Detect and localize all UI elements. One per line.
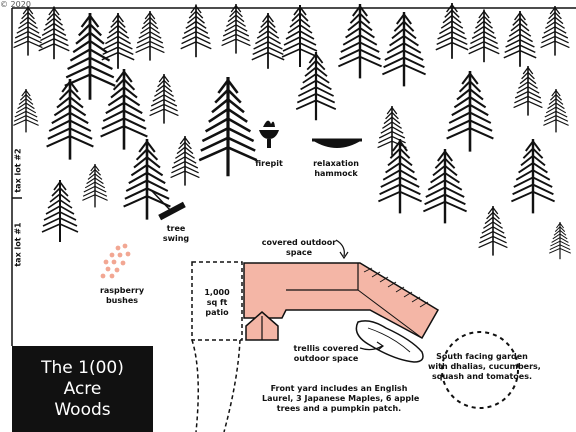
title-line-3: Woods xyxy=(54,399,111,420)
covered-space-label-line-1: covered outdoor xyxy=(261,238,337,247)
pine-tree-icon xyxy=(169,135,201,187)
patio-label: 1,000 sq ft patio xyxy=(194,288,240,318)
raspberry-label-line-1: raspberry xyxy=(99,286,145,295)
patio-label-line-3: patio xyxy=(205,308,229,317)
trellis-label-line-2: outdoor space xyxy=(293,354,359,363)
trellis-label-line-1: trellis covered xyxy=(293,344,359,353)
patio-label-line-2: sq ft xyxy=(206,298,228,307)
pine-tree-icon xyxy=(337,2,383,80)
raspberry-dots-icon xyxy=(100,243,131,279)
pine-tree-icon xyxy=(477,205,509,257)
patio-outline xyxy=(191,261,243,341)
hammock-icon xyxy=(312,138,362,148)
pine-tree-icon xyxy=(45,77,95,161)
pine-tree-icon xyxy=(122,137,172,221)
pine-tree-icon xyxy=(99,67,149,151)
front-yard-label-line-3: trees and a pumpkin patch. xyxy=(276,404,402,413)
lot-label-upper: tax lot #2 xyxy=(13,148,23,193)
property-boundary xyxy=(11,7,576,346)
raspberry-label-line-2: bushes xyxy=(105,296,139,305)
pine-tree-icon xyxy=(539,5,571,57)
hammock-label-line-1: relaxation xyxy=(313,159,359,168)
pine-tree-icon xyxy=(12,5,44,57)
garden-label-line-2: with dhalias, cucumbers, xyxy=(428,362,541,371)
pine-tree-icon xyxy=(376,105,408,157)
tree-swing-label-line-2: swing xyxy=(162,234,190,243)
pine-tree-icon xyxy=(434,2,470,60)
title-line-1: The 1(00) xyxy=(41,357,124,378)
house xyxy=(243,262,440,341)
pine-tree-icon xyxy=(510,137,556,215)
tree-swing-label: tree swing xyxy=(158,224,194,244)
pine-tree-icon xyxy=(377,137,423,215)
hammock-label: relaxation hammock xyxy=(308,159,364,179)
garden-outline xyxy=(441,331,519,409)
pine-tree-icon xyxy=(100,12,136,70)
pine-tree-icon xyxy=(542,88,570,134)
pine-tree-icon xyxy=(295,50,337,122)
raspberry-label: raspberry bushes xyxy=(94,286,150,306)
trellis-outline xyxy=(355,320,424,363)
lot-label-lower: tax lot #1 xyxy=(13,222,23,267)
title-line-2: Acre xyxy=(63,378,102,399)
pine-tree-icon xyxy=(179,3,213,59)
garden-label: South facing garden with dhalias, cucumb… xyxy=(428,352,541,382)
driveway xyxy=(191,339,241,432)
pine-tree-icon xyxy=(502,10,538,68)
pine-tree-icon xyxy=(81,163,109,209)
swing-icon xyxy=(150,189,186,221)
pine-tree-icon xyxy=(250,12,286,70)
firepit-icon xyxy=(259,120,279,148)
pine-tree-icon xyxy=(41,179,79,243)
covered-space-label: covered outdoor space xyxy=(258,238,340,258)
patio-label-line-1: 1,000 xyxy=(204,288,230,297)
hammock-label-line-2: hammock xyxy=(314,169,358,178)
firepit-label-text: firepit xyxy=(255,159,283,168)
pine-tree-icon xyxy=(134,10,166,62)
pine-tree-icon xyxy=(63,11,117,102)
pine-tree-icon xyxy=(381,10,427,88)
pine-tree-icon xyxy=(422,147,468,225)
pine-tree-icon xyxy=(512,65,544,117)
trellis-label: trellis covered outdoor space xyxy=(290,344,362,364)
pine-tree-icon xyxy=(12,88,40,134)
pine-tree-icon xyxy=(220,3,252,55)
covered-space-label-line-2: space xyxy=(285,248,313,257)
title-box: The 1(00) Acre Woods xyxy=(12,346,153,432)
front-yard-label: Front yard includes an English Laurel, 3… xyxy=(262,384,420,414)
pine-tree-icon xyxy=(37,5,71,61)
copyright-text: © 2020 xyxy=(0,0,31,9)
pine-tree-icon xyxy=(548,221,572,260)
garden-label-line-1: South facing garden xyxy=(436,352,528,361)
firepit-label: firepit xyxy=(248,159,290,169)
pine-tree-icon xyxy=(148,73,180,125)
tree-swing-label-line-1: tree xyxy=(166,224,186,233)
front-yard-label-line-2: Laurel, 3 Japanese Maples, 6 apple xyxy=(262,394,420,403)
front-yard-label-line-1: Front yard includes an English xyxy=(270,384,408,393)
arrow-icon xyxy=(335,239,385,351)
forest xyxy=(12,2,572,260)
pine-tree-icon xyxy=(467,8,501,64)
garden-label-line-3: squash and tomatoes. xyxy=(431,372,533,381)
pine-tree-icon xyxy=(445,69,495,153)
